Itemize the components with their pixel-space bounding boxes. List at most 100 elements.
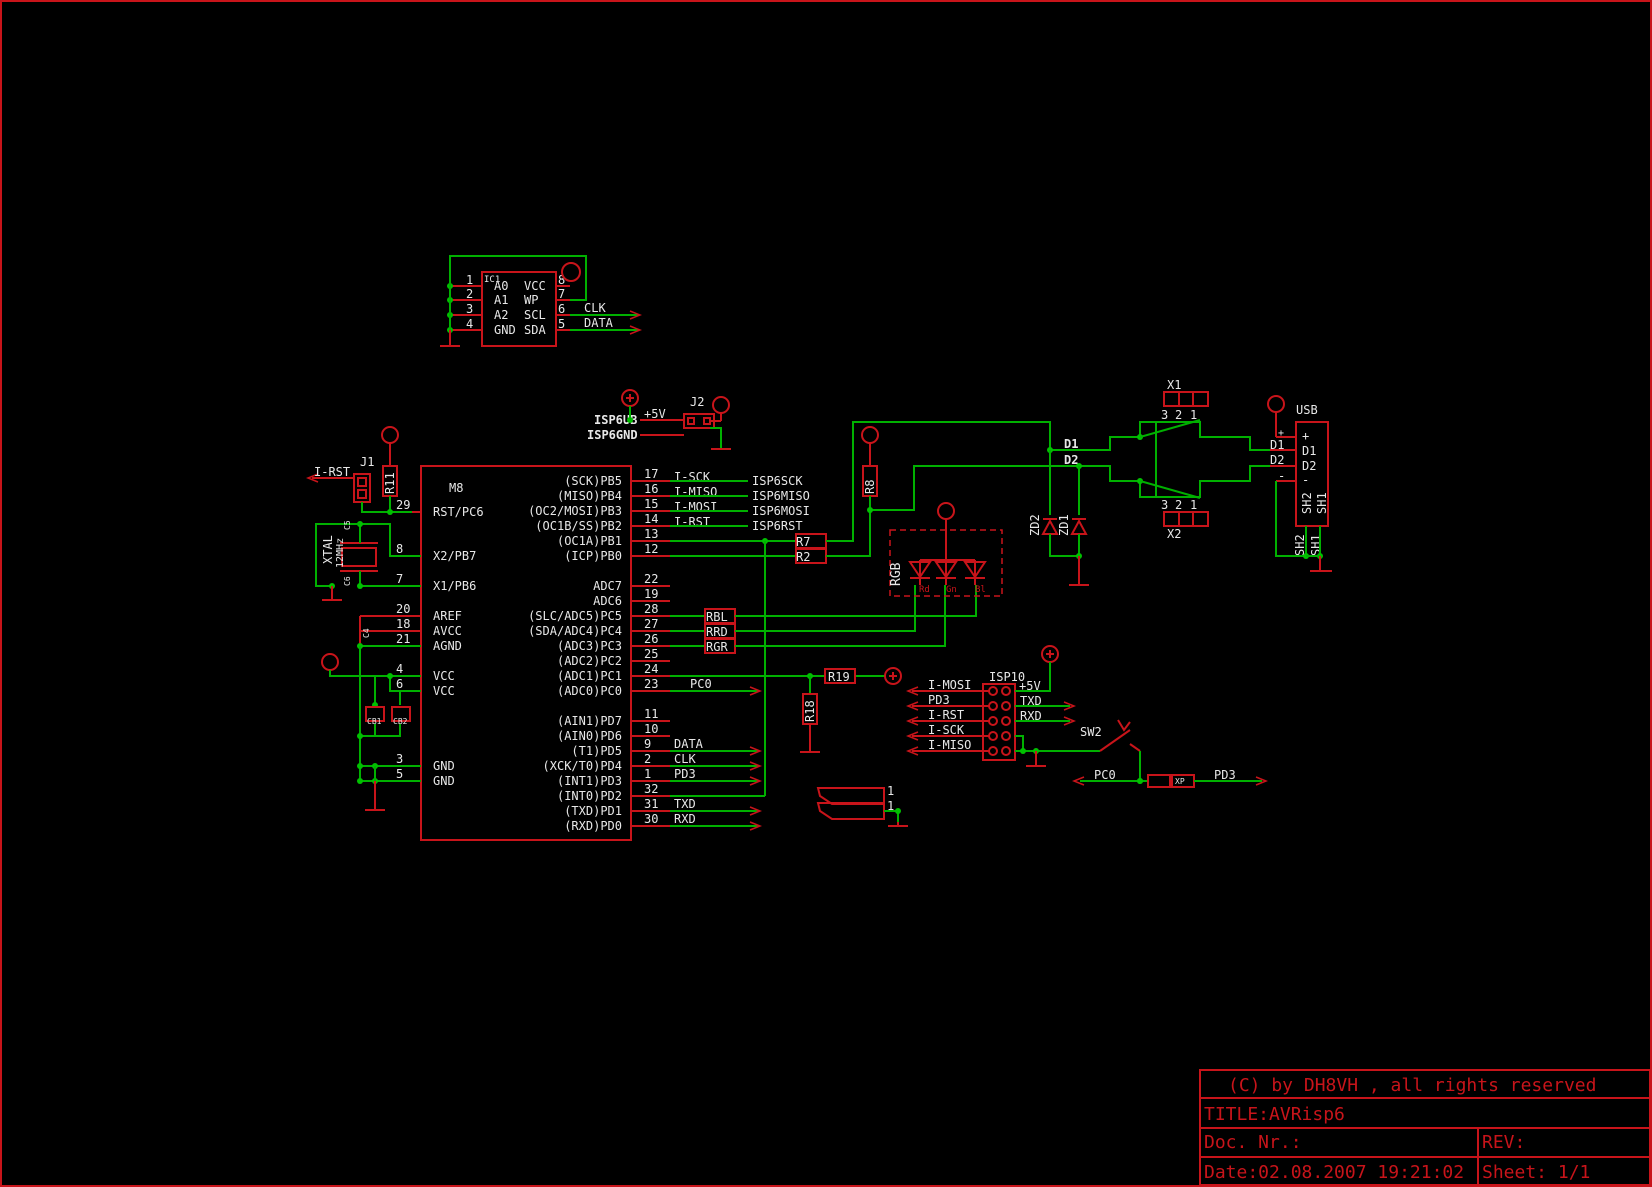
svg-text:RGB: RGB [889,562,904,586]
svg-text:1: 1 [1190,408,1197,422]
ic1-pin-label: A1 [494,293,508,307]
zener-zd1[interactable]: ZD1 [1057,514,1088,536]
m8-pin-label: (SCK)PB5 [564,474,622,488]
svg-text:RXD: RXD [1020,709,1042,723]
ic1-pin-label: SDA [524,323,546,337]
connector-x1[interactable]: X1 3 2 1 [1161,378,1209,422]
zener-zd2[interactable]: ZD2 [1028,514,1059,536]
title-block-copyright: (C) by DH8VH , all rights reserved [1228,1075,1596,1096]
svg-text:XTAL: XTAL [321,535,335,564]
m8-pin-label: VCC [433,684,455,698]
svg-text:C5: C5 [343,520,352,530]
m8-pin-num: 31 [644,797,658,811]
pc0-pd3-link: PC0 XP PD3 [1071,768,1269,788]
m8-pin-label: ADC7 [593,579,622,593]
svg-text:J2: J2 [690,395,704,409]
isp6-rst: ISP6RST [752,519,803,533]
m8-pin-label: (AIN0)PD6 [557,729,622,743]
svg-text:SH2: SH2 [1293,534,1307,556]
svg-text:D2: D2 [1064,453,1078,467]
ic1-pin-label: WP [524,293,538,307]
ic1-pin-label: A2 [494,308,508,322]
m8-pin-label: (OC1A)PB1 [557,534,622,548]
isp6-mosi: ISP6MOSI [752,504,810,518]
resistor-rbl[interactable]: RBL [704,608,736,624]
svg-text:R2: R2 [796,550,810,564]
svg-text:X1: X1 [1167,378,1181,392]
pc1-wire [670,667,902,694]
rgb-led[interactable]: RGB Rd Gn Bl [889,502,1003,597]
resistor-rgr[interactable]: RGR [704,638,736,654]
ic1-pin-label: SCL [524,308,546,322]
switch-sw2[interactable]: SW2 [1080,719,1143,784]
m8-pin-num: 16 [644,482,658,496]
svg-text:3: 3 [1161,498,1168,512]
svg-text:-: - [1302,473,1309,487]
jumper-j2[interactable]: ISP6UB ISP6GND +5V J2 [587,389,731,450]
svg-text:Gn: Gn [946,585,957,595]
svg-text:+5V: +5V [644,407,666,421]
jumper-bottom[interactable]: 1 1 [816,784,908,827]
m8-pin-num: 24 [644,662,658,676]
resistor-r7[interactable]: R7 [795,533,827,549]
m8-pin-label: GND [433,759,455,773]
m8-pin-label: (ADC1)PC1 [557,669,622,683]
m8-pin-num: 25 [644,647,658,661]
svg-text:PC0: PC0 [690,677,712,691]
m8-pin-num: 9 [644,737,651,751]
svg-text:+: + [1278,428,1284,439]
m8-pin-num: 11 [644,707,658,721]
resistor-r2[interactable]: R2 [795,548,827,564]
svg-text:PD3: PD3 [1214,768,1236,782]
ic1-pin-num: 7 [558,287,565,301]
svg-text:ISP6GND: ISP6GND [587,428,638,442]
m8-pin-num: 30 [644,812,658,826]
svg-text:ZD1: ZD1 [1057,514,1071,536]
m8-pin-num: 29 [396,498,410,512]
m8-pin-label: RST/PC6 [433,505,484,519]
m8-pin-num: 23 [644,677,658,691]
svg-text:RXD: RXD [674,812,696,826]
m8-pin-label: GND [433,774,455,788]
svg-text:1: 1 [887,784,894,798]
crystal-xtal[interactable]: XTAL 12MHz C5 C6 [315,520,421,601]
ic1-pin-label: VCC [524,279,546,293]
svg-text:CB2: CB2 [393,717,408,726]
resistor-r8[interactable]: R8 [861,426,879,513]
svg-text:RRD: RRD [706,625,728,639]
svg-text:R8: R8 [863,480,877,494]
m8-pin-num: 28 [644,602,658,616]
svg-text:C4: C4 [362,628,371,638]
resistor-r11[interactable]: R11 [381,426,399,515]
resistor-rrd[interactable]: RRD [704,623,736,639]
m8-pin-num: 19 [644,587,658,601]
m8-pin-num: 32 [644,782,658,796]
usb-connector[interactable]: USB + D1 D2 - SH2 SH1 + D1 D2 - SH2 SH1 [1267,395,1332,572]
svg-text:2: 2 [1175,498,1182,512]
svg-text:ISP6UB: ISP6UB [594,413,637,427]
ic1-pin-num: 8 [558,273,565,287]
title-block-title: TITLE:AVRisp6 [1204,1104,1345,1125]
svg-text:R11: R11 [383,472,397,494]
resistor-r18[interactable]: R18 [800,693,820,753]
resistor-r19[interactable]: R19 [824,668,856,684]
ic1-pin-num: 5 [558,317,565,331]
svg-text:PD3: PD3 [674,767,696,781]
svg-text:2: 2 [1175,408,1182,422]
ic1-pin-num: 4 [466,317,473,331]
m8-pin-label: AREF [433,609,462,623]
connector-x2[interactable]: 3 2 1 X2 [1161,498,1209,541]
m8-pin-label: (OC1B/SS)PB2 [535,519,622,533]
m8-pin-label: (ICP)PB0 [564,549,622,563]
svg-text:SH1: SH1 [1315,492,1329,514]
m8-pin-label: (TXD)PD1 [564,804,622,818]
m8-pin-label: (OC2/MOSI)PB3 [528,504,622,518]
svg-text:I-RST: I-RST [314,465,350,479]
svg-text:TXD: TXD [1020,694,1042,708]
reset-jumper-j1[interactable]: J1 I-RST [305,455,412,513]
svg-text:C6: C6 [343,576,352,586]
